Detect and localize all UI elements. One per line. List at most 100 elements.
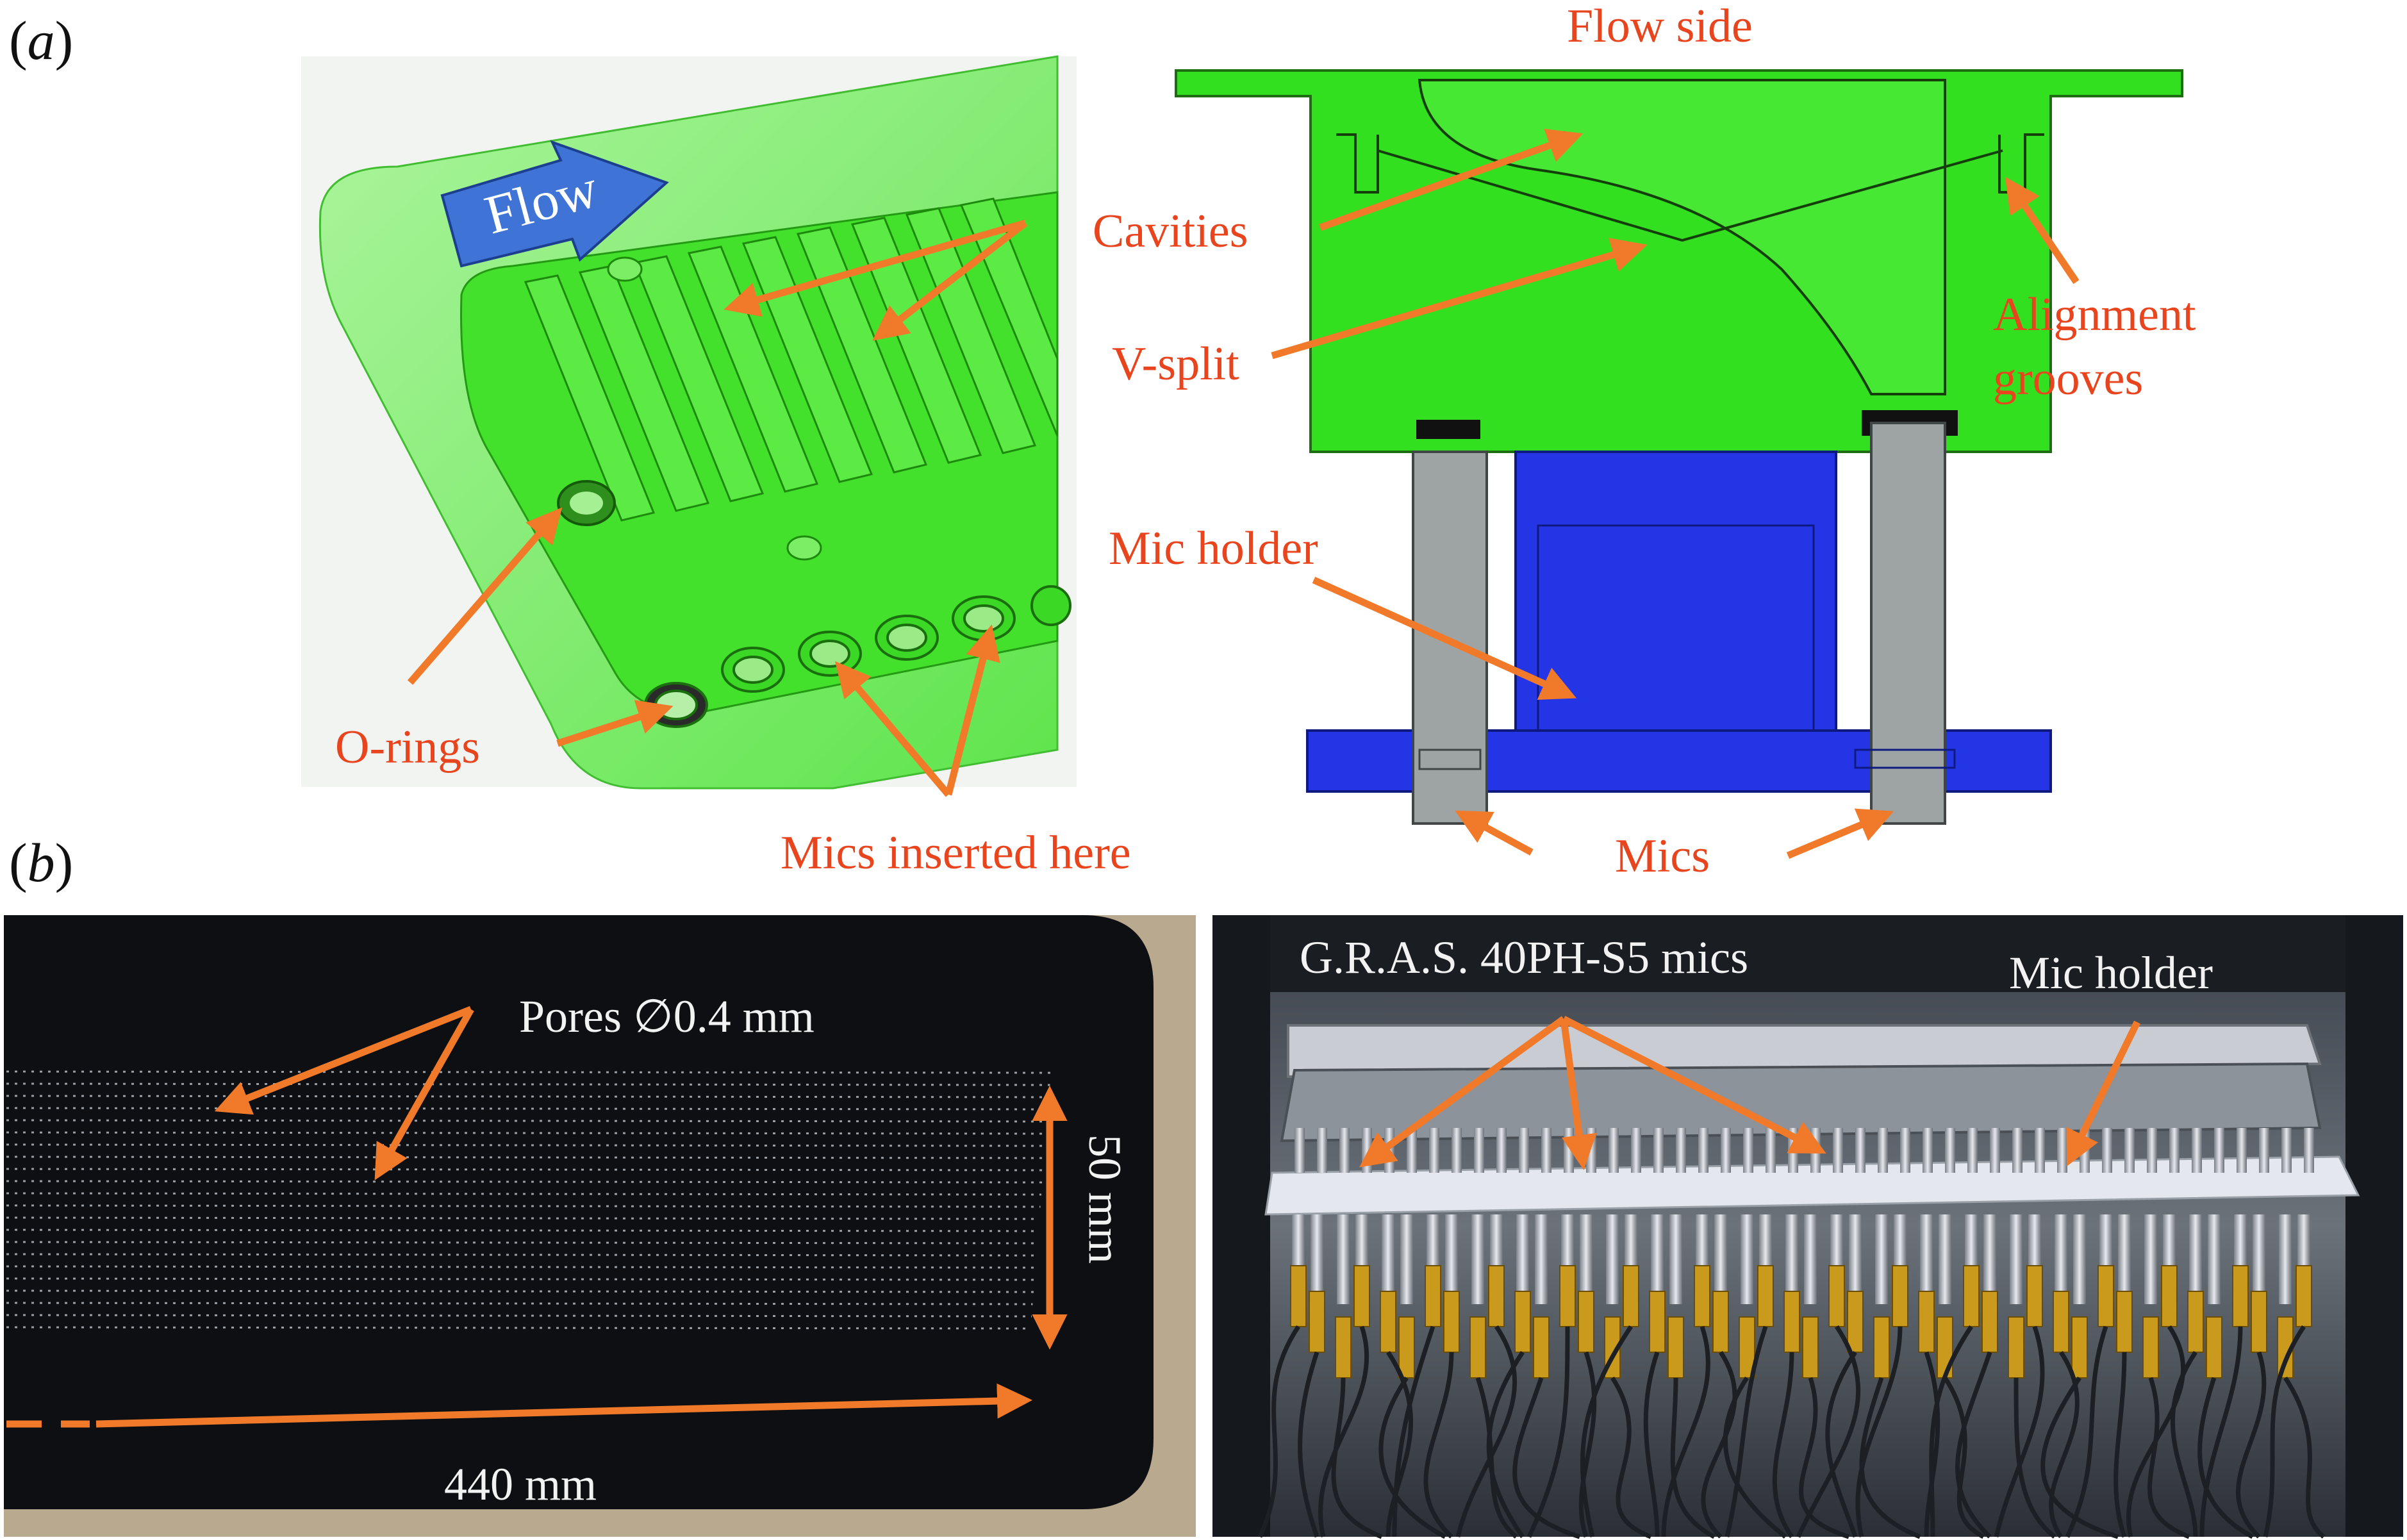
mic-cable — [1486, 1351, 1525, 1538]
mic-cable — [2263, 1325, 2306, 1537]
pore-row — [6, 1216, 1040, 1220]
mic-rod-bottom — [2279, 1214, 2292, 1304]
mic-cable — [1526, 1326, 1570, 1538]
mic-rod-bottom — [2253, 1214, 2265, 1295]
mic-rod-top — [1721, 1128, 1731, 1173]
gras-arrow-1 — [1359, 1016, 1566, 1168]
cad-isometric-view: Flow — [301, 55, 1077, 790]
cad-section-view — [1175, 69, 2183, 825]
mic-brass-connector — [1290, 1265, 1307, 1327]
mic-brass-connector — [1649, 1291, 1666, 1353]
mic-cable — [1580, 1325, 1633, 1537]
mic-rod-top — [2237, 1128, 2247, 1173]
mic-cable — [1855, 1326, 1903, 1537]
o-ring-left — [557, 480, 616, 526]
mic-rod-top — [1452, 1128, 1462, 1173]
mic-cable — [1610, 1377, 1652, 1539]
mic-cable — [2126, 1325, 2186, 1537]
mic-rod-bottom — [1714, 1214, 1727, 1295]
pore-row — [6, 1168, 1044, 1172]
mic-cable — [2065, 1325, 2108, 1538]
mic-rod-bottom — [1606, 1214, 1619, 1304]
mic-rod-top — [2147, 1128, 2157, 1173]
mic-rod-bottom — [1849, 1214, 1862, 1295]
pore-row — [6, 1180, 1043, 1184]
mic-holder-arrow — [1312, 576, 1577, 700]
mic-rod-bottom — [2073, 1214, 2086, 1304]
mic-brass-connector — [1353, 1265, 1370, 1327]
mic-cable — [2283, 1377, 2326, 1539]
mic-brass-connector — [1380, 1291, 1396, 1353]
mic-cable — [1725, 1325, 1768, 1537]
mic-brass-connector — [1469, 1316, 1486, 1379]
mic-cable — [2113, 1352, 2127, 1538]
mic-rod-bottom — [1580, 1214, 1592, 1295]
mic-rod-bottom — [1445, 1214, 1458, 1295]
mics-here-arrow-1 — [834, 661, 952, 797]
mic-rod-top — [1945, 1128, 1955, 1173]
mic-rod-bottom — [1875, 1214, 1888, 1304]
mic-brass-connector — [2232, 1265, 2249, 1327]
mic-rod-bottom — [1651, 1214, 1664, 1295]
mic-cable — [1924, 1351, 1940, 1537]
pore-row — [6, 1107, 1048, 1111]
mic-brass-connector — [1873, 1316, 1890, 1379]
mic-cable — [2199, 1326, 2243, 1537]
mic-rod-top — [2214, 1128, 2224, 1173]
mic-cable — [2197, 1377, 2254, 1539]
mic-brass-connector — [1623, 1265, 1639, 1327]
mic-rod-top — [1900, 1128, 1910, 1173]
mics-arrow-right — [1786, 808, 1894, 859]
pore-row — [6, 1229, 1039, 1232]
mic-rod-top — [2281, 1128, 2292, 1173]
mic-brass-connector — [1981, 1291, 1998, 1353]
mic-brass-connector — [1667, 1316, 1684, 1379]
mic-brass-connector — [1712, 1291, 1729, 1353]
annotations-b-left: Pores ∅0.4 mm 50 mm 440 mm — [6, 991, 1130, 1510]
mic-cable — [1643, 1351, 1660, 1537]
mic-rod-bottom — [1337, 1214, 1350, 1304]
mic-cable — [1994, 1325, 2045, 1537]
mic-rod-bottom — [1939, 1214, 1951, 1304]
mic-cable — [1799, 1377, 1850, 1539]
mic-holder-photo-label: Mic holder — [2009, 947, 2213, 998]
mic-cable — [1392, 1325, 1435, 1537]
mic-brass-connector — [1828, 1265, 1845, 1327]
mic-cable — [1257, 1325, 1300, 1538]
mic-rod-top — [1362, 1128, 1372, 1173]
o-rings-label: O-rings — [335, 721, 480, 774]
flow-side-label: Flow side — [1567, 0, 1753, 53]
mic-brass-connector — [2187, 1291, 2204, 1353]
mic-brass-connector — [2071, 1316, 2088, 1379]
photo-perforated-plate — [4, 915, 1196, 1537]
mic-rod-bottom — [2010, 1214, 2022, 1304]
mic-brass-connector — [1443, 1291, 1460, 1353]
pore-row — [6, 1119, 1048, 1123]
mic-rod-top — [1878, 1128, 1888, 1173]
mic-brass-connector — [1847, 1291, 1864, 1353]
mic-brass-connector — [1963, 1265, 1980, 1327]
mic-brass-connector — [1739, 1316, 1755, 1379]
gras-mics-label: G.R.A.S. 40PH-S5 mics — [1300, 932, 1748, 983]
mic-rod-top — [1698, 1128, 1708, 1173]
mic-rod-top — [1631, 1128, 1641, 1173]
mic-cable — [1318, 1325, 1369, 1537]
pore-row — [6, 1253, 1037, 1257]
mic-rod-bottom — [1382, 1214, 1394, 1295]
dim-440-arrow — [95, 1383, 1032, 1428]
v-split-label: V-split — [1112, 338, 1239, 390]
mic-rod-top — [1676, 1128, 1686, 1173]
mic-rod-top — [2057, 1128, 2067, 1173]
mic-rod-top — [1564, 1128, 1574, 1173]
mic-rod-bottom — [1920, 1214, 1933, 1295]
o-ring-arrow-1 — [407, 507, 563, 685]
pore-rows — [6, 1070, 1052, 1330]
mic-cable — [2014, 1377, 2056, 1539]
mic-brass-connector — [2053, 1291, 2069, 1353]
mic-rod-top — [1923, 1128, 1933, 1173]
mic-rod-bottom — [1741, 1214, 1753, 1304]
mic-rod-bottom — [2189, 1214, 2202, 1295]
mic-cable — [1423, 1352, 1454, 1539]
photo-mic-array — [1212, 915, 2403, 1539]
